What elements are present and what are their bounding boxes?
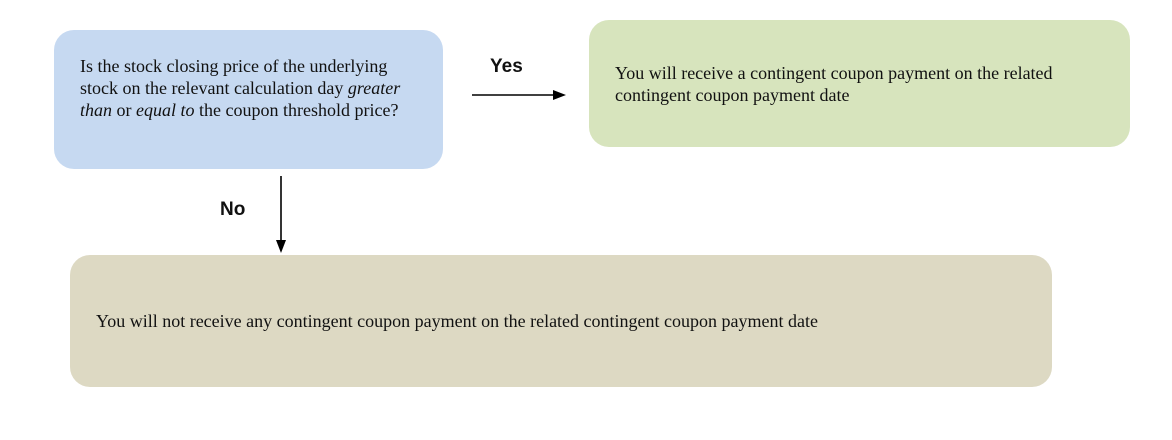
question-box: Is the stock closing price of the underl… [54,30,443,169]
question-text-part1: Is the stock closing price of the underl… [80,56,388,98]
no-outcome-box: You will not receive any contingent coup… [70,255,1052,387]
question-text-part2: or [112,100,137,120]
yes-outcome-box: You will receive a contingent coupon pay… [589,20,1130,147]
yes-arrow [472,90,566,100]
yes-outcome-text: You will receive a contingent coupon pay… [615,63,1053,105]
no-label: No [220,199,246,220]
question-text-italic-greater: greater than [80,78,401,120]
no-outcome-text: You will not receive any contingent coup… [96,311,818,331]
no-arrow [276,176,286,253]
yes-label: Yes [490,56,523,77]
question-text-part3: the coupon threshold price? [194,100,399,120]
question-text-italic-equal: equal to [136,100,195,120]
